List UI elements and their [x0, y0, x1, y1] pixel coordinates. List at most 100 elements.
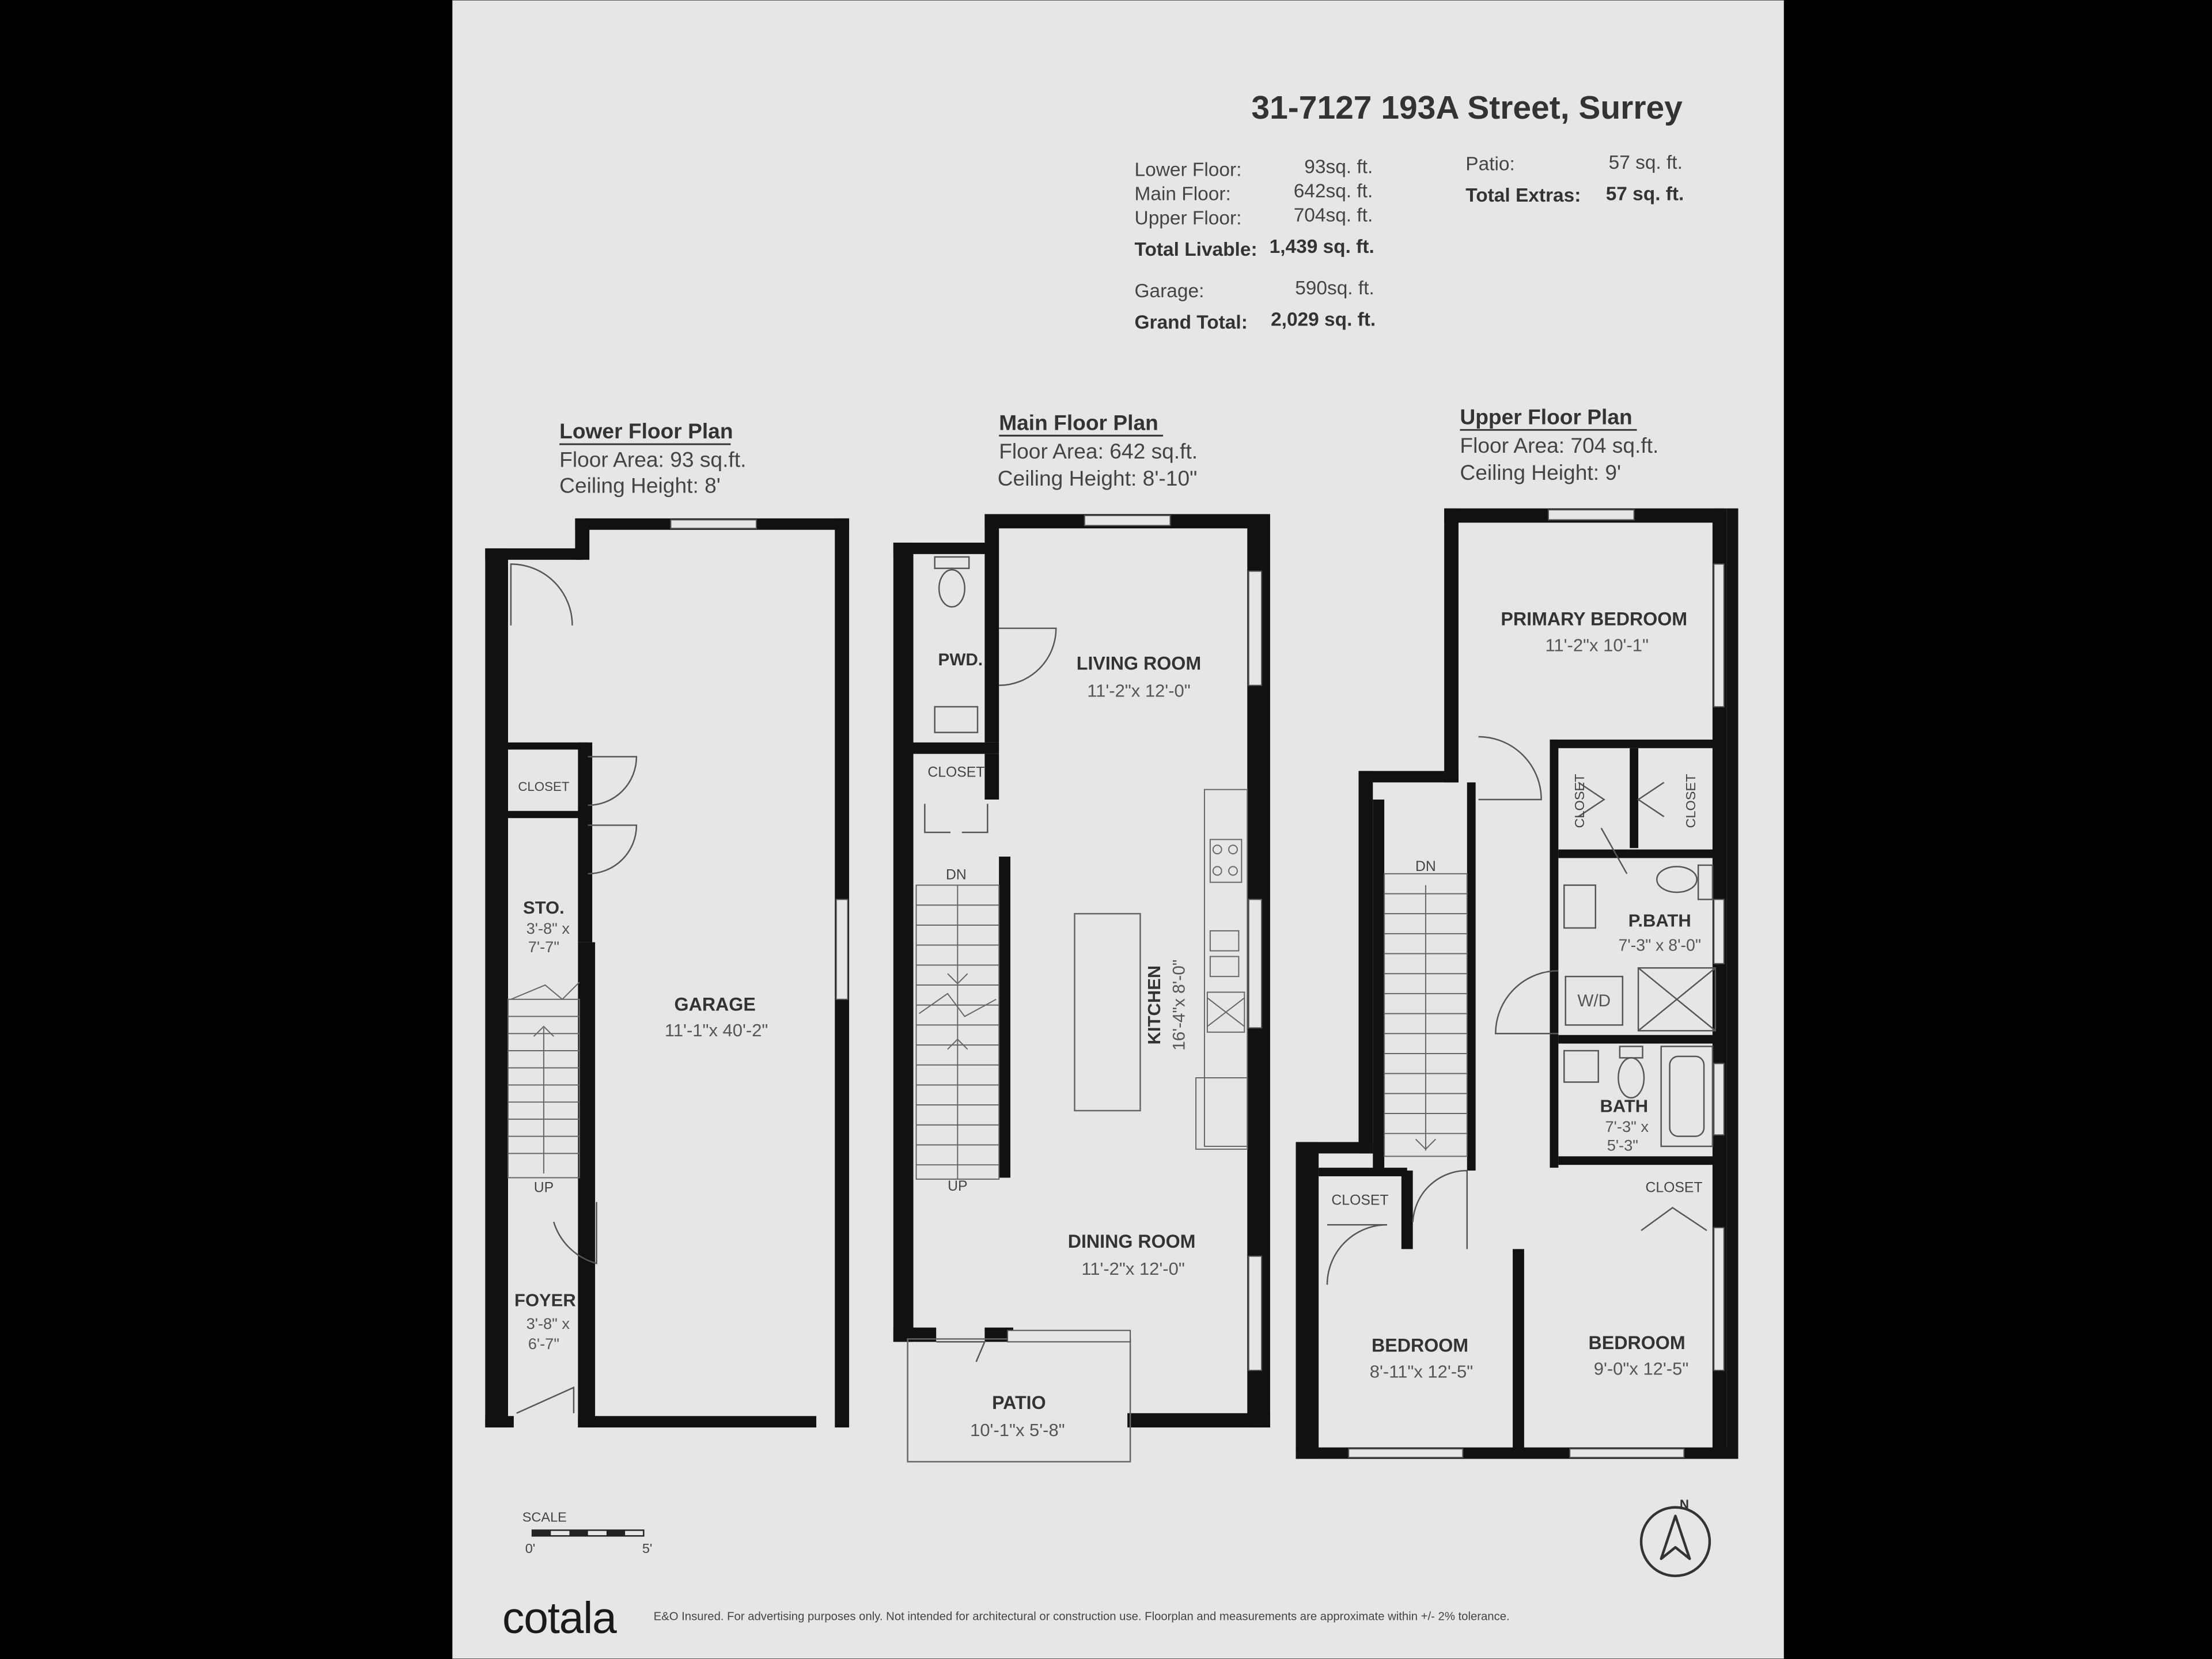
toilet-icon [934, 556, 970, 608]
closet-up4-label: CLOSET [1645, 1180, 1702, 1195]
wd-label: W/D [1577, 991, 1611, 1010]
dining-room-dim: 11'-2"x 12'-0" [1081, 1259, 1184, 1279]
dining-room-label: DINING ROOM [1068, 1231, 1196, 1252]
sto-door-swing [588, 824, 638, 875]
pbath-dim: 7'-3" x 8'-0" [1618, 937, 1701, 955]
living-room-label: LIVING ROOM [1077, 653, 1201, 674]
entry-door-swing [516, 1386, 575, 1414]
bedroom2-window-side [1713, 1227, 1725, 1371]
pwd-label: PWD. [938, 650, 983, 669]
primary-bedroom-dim: 11'-2"x 10'-1" [1545, 635, 1648, 655]
up-lower-label: UP [534, 1180, 554, 1195]
primary-door-swing [1478, 736, 1542, 801]
lower-plan-ceiling: Ceiling Height: 8' [559, 473, 721, 497]
kitchen-label: KITCHEN [1144, 965, 1164, 1045]
bedroom2-dim: 9'-0"x 12'-5" [1594, 1358, 1689, 1378]
pbath-window [1713, 899, 1725, 964]
scale-end: 5' [642, 1541, 653, 1556]
patio-dim: 10'-1"x 5'-8" [970, 1420, 1065, 1440]
pwd-door-swing [999, 627, 1057, 687]
total-livable-label: Total Livable: [1135, 239, 1257, 260]
bedroom1-door-swing [1326, 1224, 1388, 1285]
upper-plan-area: Floor Area: 704 sq.ft. [1460, 433, 1658, 457]
upper-stairs [1384, 873, 1468, 1157]
closet-door-swing [588, 756, 638, 806]
lower-stairs [507, 982, 580, 1179]
bath-fixtures [1563, 1046, 1714, 1147]
primary-window-side [1713, 563, 1725, 707]
area-label-upper: Upper Floor: [1135, 208, 1242, 229]
main-closet-doors [924, 804, 988, 834]
garage-area-value: 590sq. ft. [1295, 278, 1374, 299]
dn-upper-label: DN [1415, 859, 1436, 874]
garage-dim: 11'-1"x 40'-2" [665, 1020, 768, 1040]
bedroom1-window-bottom [1348, 1448, 1464, 1459]
dn-main-label: DN [946, 868, 967, 883]
lower-plan-area: Floor Area: 93 sq.ft. [559, 448, 746, 472]
bedroom1-label: BEDROOM [1372, 1335, 1468, 1356]
main-plan-title: Main Floor Plan [999, 410, 1158, 434]
living-room-dim: 11'-2"x 12'-0" [1087, 681, 1190, 701]
up-main-label: UP [948, 1179, 967, 1194]
wd-door-swing [1495, 970, 1559, 1035]
wd-box [1565, 975, 1624, 1026]
closet-up3-label: CLOSET [1331, 1193, 1388, 1209]
closet-lower-label: CLOSET [518, 779, 570, 794]
living-window-top [1084, 514, 1171, 527]
bath-window [1713, 1063, 1725, 1136]
closet-up2-label: CLOSET [1683, 774, 1698, 828]
kitchen-dim: 16'-4"x 8'-0" [1169, 960, 1188, 1051]
bath-dim1: 7'-3" x [1605, 1118, 1649, 1135]
bedroom-hall-door [1412, 1169, 1468, 1249]
area-value-lower: 93sq. ft. [1304, 156, 1373, 177]
paper [452, 0, 1784, 1659]
closet-main-label: CLOSET [927, 764, 984, 780]
foyer-dim1: 3'-8" x [527, 1315, 570, 1332]
living-window-side [1248, 570, 1263, 686]
bedroom2-label: BEDROOM [1589, 1332, 1685, 1353]
closet-up-doors [1578, 782, 1707, 1232]
lower-floor-plan: CLOSET STO. 3'-8" x 7'-7" GARAGE 11'-1"x… [485, 518, 850, 1428]
main-floor-plan: PWD. CLOSET LIVING ROOM 11'-2"x 12'-0" D… [893, 514, 1270, 1463]
total-extras-value: 57 sq. ft. [1606, 183, 1684, 204]
area-value-upper: 704sq. ft. [1294, 205, 1373, 226]
total-extras-label: Total Extras: [1465, 185, 1581, 206]
kitchen-counter [1195, 789, 1248, 1150]
primary-window-top [1548, 509, 1635, 521]
area-label-lower: Lower Floor: [1135, 159, 1242, 180]
bedroom1-dim: 8'-11"x 12'-5" [1370, 1361, 1473, 1381]
grand-total-label: Grand Total: [1135, 312, 1248, 333]
patio-door-swing [936, 1341, 986, 1362]
sto-label: STO. [523, 897, 565, 918]
main-stairs [915, 884, 1000, 1180]
scale-label: SCALE [522, 1510, 567, 1525]
foyer-dim2: 6'-7" [528, 1335, 559, 1353]
foyer-door-swing [553, 1202, 597, 1264]
sto-dim1: 3'-8" x [527, 919, 570, 937]
upper-floor-plan: PRIMARY BEDROOM 11'-2"x 10'-1" CLOSET CL… [1296, 508, 1738, 1459]
scale-start: 0' [525, 1541, 536, 1556]
grand-total-value: 2,029 sq. ft. [1271, 309, 1376, 330]
address-title: 31-7127 193A Street, Surrey [1251, 89, 1683, 126]
kitchen-island [1074, 912, 1141, 1112]
closet-up1-label: CLOSET [1572, 774, 1587, 828]
main-plan-ceiling: Ceiling Height: 8'-10" [998, 466, 1198, 490]
garage-area-label: Garage: [1135, 281, 1205, 302]
primary-bedroom-label: PRIMARY BEDROOM [1501, 609, 1687, 630]
pbath-fixtures [1563, 864, 1717, 1032]
patio-area-label: Patio: [1465, 153, 1515, 175]
cotala-logo: cotala [502, 1593, 617, 1643]
pbath-label: P.BATH [1628, 910, 1691, 930]
area-value-main: 642sq. ft. [1294, 181, 1373, 202]
bedroom2-window-bottom [1569, 1448, 1685, 1459]
upper-plan-title: Upper Floor Plan [1460, 404, 1632, 429]
north-arrow-icon: N [1639, 1497, 1711, 1577]
garage-window-top [670, 519, 757, 529]
patio-label: PATIO [992, 1392, 1046, 1413]
north-label: N [1680, 1497, 1689, 1512]
bath-label: BATH [1600, 1096, 1648, 1116]
sink-icon [934, 706, 979, 733]
bath-dim2: 5'-3" [1607, 1136, 1638, 1154]
garage-label: GARAGE [675, 994, 756, 1015]
lower-plan-title: Lower Floor Plan [559, 419, 733, 443]
